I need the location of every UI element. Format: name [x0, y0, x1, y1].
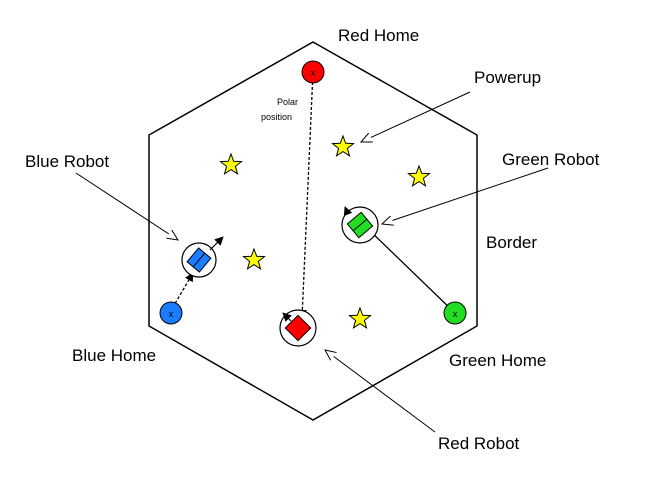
red-home-marker: x [301, 60, 325, 84]
green-robot [341, 206, 379, 244]
blue-robot-callout-arrow [75, 172, 178, 240]
green-home-marker: x [443, 301, 467, 325]
powerup-callout-arrow [361, 91, 471, 142]
star-icon [348, 306, 372, 330]
polar-label-line1: Polar [277, 97, 298, 107]
green-robot-label: Green Robot [502, 150, 600, 169]
svg-text:x: x [453, 309, 458, 319]
powerup-stars [219, 134, 431, 330]
star-icon [407, 164, 431, 188]
blue-robot [181, 236, 224, 278]
polar-position-line [297, 71, 314, 319]
polar-label-line2: position [261, 112, 292, 122]
blue-home-marker: x [159, 301, 183, 325]
svg-text:x: x [311, 68, 316, 78]
star-icon [242, 247, 266, 271]
red-robot [279, 309, 317, 347]
star-icon [331, 134, 355, 158]
star-icon [219, 152, 243, 176]
red-robot-label: Red Robot [438, 434, 520, 453]
svg-text:x: x [169, 309, 174, 319]
green-path-line [366, 227, 456, 314]
blue-home-label: Blue Home [72, 346, 156, 365]
arena-border [148, 41, 478, 421]
green-home-label: Green Home [449, 351, 546, 370]
red-robot-callout-arrow [325, 350, 436, 433]
green-robot-callout-arrow [382, 167, 549, 224]
border-label: Border [486, 233, 537, 252]
blue-robot-label: Blue Robot [25, 152, 109, 171]
red-home-label: Red Home [338, 26, 419, 45]
powerup-label: Powerup [474, 68, 541, 87]
